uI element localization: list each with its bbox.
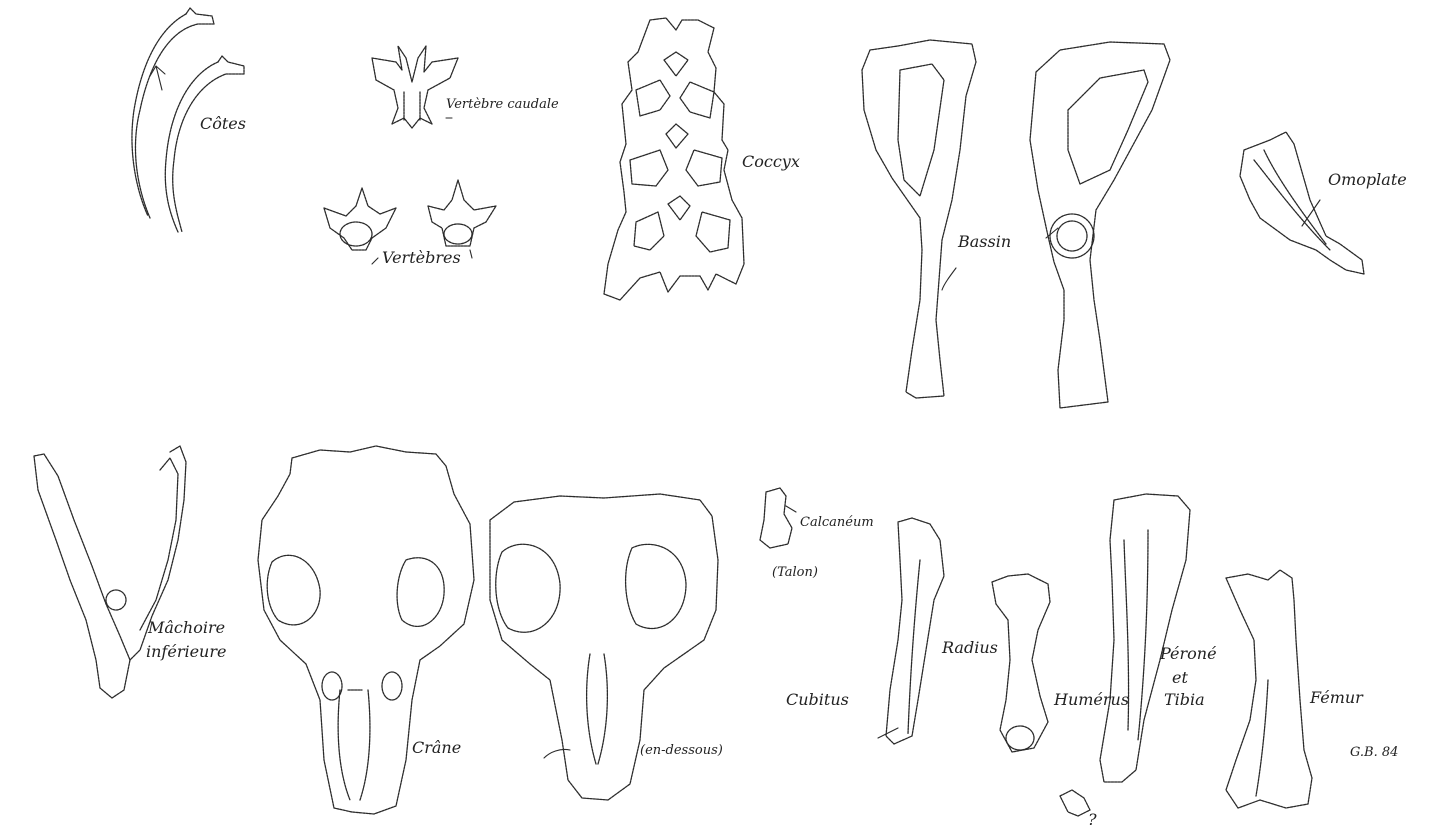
caudal-vertebra-drawing (372, 46, 458, 128)
signature: G.B. 84 (1350, 746, 1398, 759)
coccyx-drawing (604, 18, 744, 300)
pelvis-drawing (862, 40, 1170, 408)
label-machoire-line1: Mâchoire (148, 620, 225, 636)
label-perone-line3: Tibia (1164, 692, 1205, 708)
label-radius: Radius (942, 640, 998, 656)
label-vertebre-caudale: Vertèbre caudale (446, 98, 559, 111)
label-perone-line2: et (1172, 670, 1188, 686)
small-bone-fragment-drawing (1060, 790, 1090, 816)
label-en-dessous: (en-dessous) (640, 744, 723, 757)
label-femur: Fémur (1310, 690, 1363, 706)
label-cotes: Côtes (200, 116, 246, 132)
radius-ulna-drawing (886, 518, 944, 744)
label-vertebres: Vertèbres (382, 250, 461, 266)
femur-drawing (1226, 570, 1312, 808)
label-coccyx: Coccyx (742, 154, 800, 170)
humerus-drawing (992, 574, 1050, 752)
label-humerus: Humérus (1054, 692, 1129, 708)
fibula-tibia-drawing (1100, 494, 1190, 782)
label-omoplate: Omoplate (1328, 172, 1407, 188)
calcaneum-drawing (760, 488, 796, 548)
label-bassin: Bassin (958, 234, 1011, 250)
skull-top-drawing (258, 446, 474, 814)
label-machoire-line2: inférieure (146, 644, 226, 660)
label-perone-line1: Péroné (1160, 646, 1217, 662)
scapula-drawing (1240, 132, 1364, 274)
label-cubitus: Cubitus (786, 692, 849, 708)
label-calcaneum: Calcanéum (800, 516, 874, 529)
label-arrows (544, 200, 1320, 758)
label-question: ? (1088, 812, 1097, 828)
label-crane: Crâne (412, 740, 461, 756)
label-talon: (Talon) (772, 566, 818, 579)
